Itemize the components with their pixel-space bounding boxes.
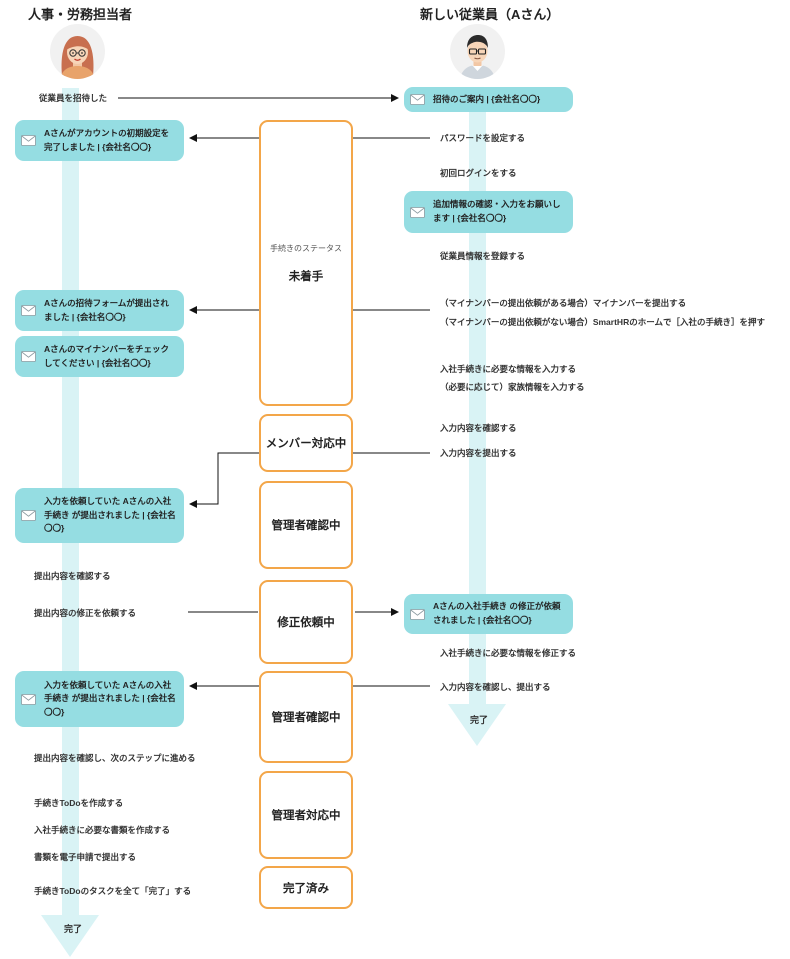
envelope-icon: [21, 135, 36, 146]
mail-fix-requested-text: Aさんの入社手続き の修正が依頼されました | {会社名〇〇}: [433, 601, 561, 625]
hr-step-create-docs: 入社手続きに必要な書類を作成する: [34, 825, 171, 835]
emp-step-mynumber-requested: （マイナンバーの提出依頼がある場合）マイナンバーを提出する: [440, 298, 687, 308]
status-completed-label: 完了済み: [283, 882, 329, 895]
emp-step-first-login: 初回ログインをする: [440, 168, 517, 178]
envelope-icon: [21, 351, 36, 362]
status-member-handling-label: メンバー対応中: [265, 438, 347, 450]
employee-done-label: 完了: [470, 715, 489, 725]
status-admin-checking-1-label: 管理者確認中: [271, 520, 341, 532]
status-admin-handling: 管理者対応中: [259, 771, 353, 859]
hr-done-label: 完了: [64, 924, 83, 934]
mail-procedure-submitted-2-text: 入力を依頼していた Aさんの入社手続き が提出されました | {会社名〇〇}: [44, 679, 176, 717]
hr-lane-arrowhead: [41, 915, 99, 957]
hr-avatar: [50, 24, 105, 79]
emp-step-set-password: パスワードを設定する: [440, 133, 526, 143]
status-caption: 手続きのステータス: [270, 243, 342, 253]
hr-step-confirm-submission: 提出内容を確認する: [34, 571, 111, 581]
envelope-icon: [21, 510, 36, 521]
status-not-started-label: 未着手: [288, 270, 324, 283]
mail-invite-text: 招待のご案内 | {会社名〇〇}: [433, 93, 541, 104]
employee-avatar: [450, 24, 505, 79]
status-admin-checking-1: 管理者確認中: [259, 481, 353, 569]
envelope-icon: [21, 305, 36, 316]
hr-step-invite: 従業員を招待した: [39, 93, 108, 103]
status-admin-checking-2-label: 管理者確認中: [271, 712, 341, 724]
emp-step-input-info: 入社手続きに必要な情報を入力する: [440, 364, 577, 374]
mail-form-submitted-text: Aさんの招待フォームが提出されました | {会社名〇〇}: [44, 297, 169, 322]
envelope-icon: [410, 206, 425, 218]
status-not-started: 手続きのステータス 未着手: [259, 120, 353, 406]
status-completed: 完了済み: [259, 866, 353, 909]
hr-step-complete-tasks: 手続きToDoのタスクを全て「完了」する: [34, 886, 192, 896]
employee-lane: [469, 88, 486, 706]
mail-account-done: Aさんがアカウントの初期設定を完了しました | {会社名〇〇}: [15, 120, 184, 161]
mail-procedure-submitted-2: 入力を依頼していた Aさんの入社手続き が提出されました | {会社名〇〇}: [15, 671, 184, 727]
emp-step-fix-info: 入社手続きに必要な情報を修正する: [440, 648, 577, 658]
hr-step-create-todo: 手続きToDoを作成する: [34, 798, 124, 808]
status-member-handling: メンバー対応中: [259, 414, 353, 472]
emp-step-register-info: 従業員情報を登録する: [440, 251, 526, 261]
status-admin-handling-label: 管理者対応中: [271, 810, 341, 822]
emp-step-input-family: （必要に応じて）家族情報を入力する: [440, 382, 585, 392]
hr-step-request-fix: 提出内容の修正を依頼する: [34, 608, 137, 618]
status-fix-requested-label: 修正依頼中: [277, 617, 335, 629]
hr-lane-title: 人事・労務担当者: [28, 7, 133, 22]
mail-form-submitted: Aさんの招待フォームが提出されました | {会社名〇〇}: [15, 290, 184, 331]
mail-invite: 招待のご案内 | {会社名〇〇}: [404, 87, 573, 112]
mail-fix-requested: Aさんの入社手続き の修正が依頼されました | {会社名〇〇}: [404, 594, 573, 634]
emp-step-check-submit: 入力内容を確認し、提出する: [440, 682, 551, 692]
mail-additional-info: 追加情報の確認・入力をお願いします | {会社名〇〇}: [404, 191, 573, 233]
employee-lane-arrowhead: [448, 704, 506, 746]
envelope-icon: [410, 94, 425, 105]
mail-check-mynumber-text: Aさんのマイナンバーをチェックしてください | {会社名〇〇}: [44, 343, 169, 368]
mail-procedure-submitted-1: 入力を依頼していた Aさんの入社手続き が提出されました | {会社名〇〇}: [15, 488, 184, 543]
envelope-icon: [21, 693, 36, 705]
emp-step-check-input: 入力内容を確認する: [440, 423, 517, 433]
hr-step-confirm-next: 提出内容を確認し、次のステップに進める: [34, 753, 196, 763]
mail-account-done-text: Aさんがアカウントの初期設定を完了しました | {会社名〇〇}: [44, 127, 170, 152]
mail-procedure-submitted-1-text: 入力を依頼していた Aさんの入社手続き が提出されました | {会社名〇〇}: [44, 496, 176, 534]
envelope-icon: [410, 608, 425, 620]
emp-step-submit-input: 入力内容を提出する: [440, 448, 517, 458]
status-fix-requested: 修正依頼中: [259, 580, 353, 664]
status-admin-checking-2: 管理者確認中: [259, 671, 353, 763]
hr-step-e-apply: 書類を電子申請で提出する: [34, 852, 137, 862]
employee-lane-title: 新しい従業員（Aさん）: [420, 7, 560, 22]
mail-additional-info-text: 追加情報の確認・入力をお願いします | {会社名〇〇}: [433, 199, 561, 223]
emp-step-mynumber-not-requested: （マイナンバーの提出依頼がない場合）SmartHRのホームで［入社の手続き］を押…: [440, 317, 765, 327]
mail-check-mynumber: Aさんのマイナンバーをチェックしてください | {会社名〇〇}: [15, 336, 184, 377]
